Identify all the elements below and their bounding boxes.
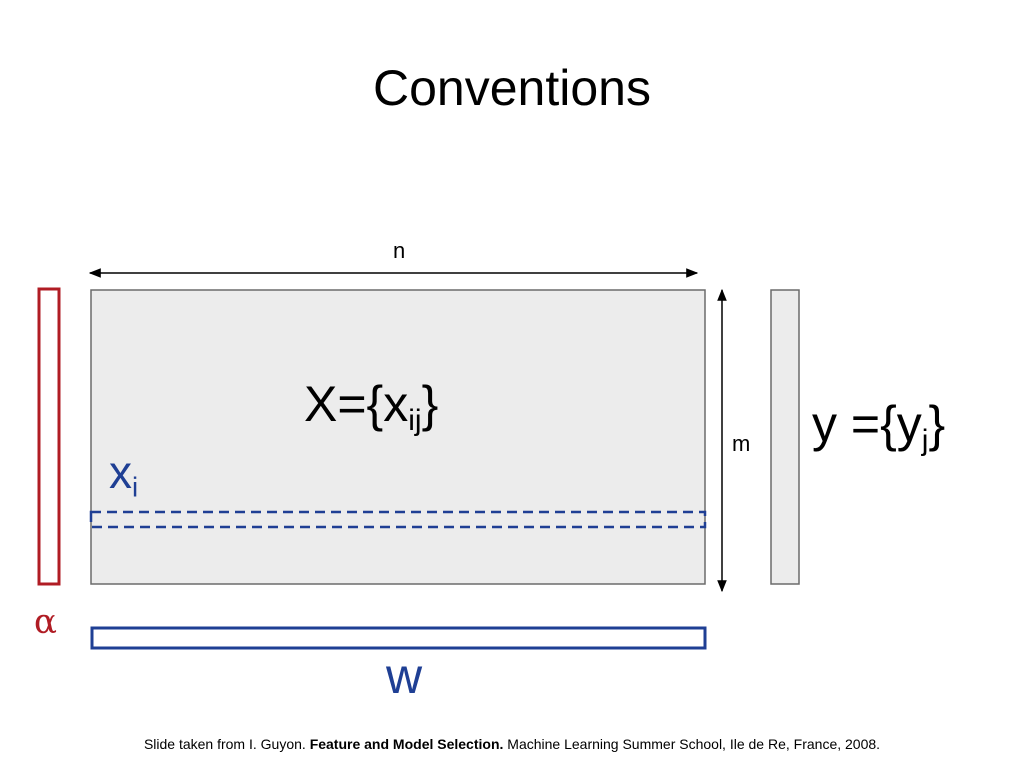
y-vector	[770, 289, 800, 585]
alpha-vector	[37, 287, 61, 586]
y-vector-label-main: y ={y	[812, 396, 922, 452]
n-label: n	[393, 238, 406, 263]
footer-suffix: Machine Learning Summer School, Ile de R…	[503, 736, 881, 752]
footer-bold-title: Feature and Model Selection.	[309, 736, 504, 752]
slide-title: Conventions	[373, 60, 651, 116]
footer-prefix: Slide taken from I. Guyon.	[143, 736, 310, 752]
m-label: m	[732, 431, 751, 456]
x-matrix-label-close: }	[421, 376, 439, 432]
footer-citation: Slide taken from I. Guyon. Feature and M…	[0, 736, 1024, 752]
y-vector-label: y ={yj}	[812, 392, 945, 473]
x-matrix-label: X={xij}	[304, 372, 438, 453]
w-label: w	[386, 648, 423, 704]
xi-label: xi	[109, 444, 138, 515]
x-matrix	[90, 289, 706, 585]
xi-label-sub: i	[132, 471, 139, 503]
x-matrix-label-main: X={x	[304, 376, 409, 432]
x-matrix-label-sub: ij	[408, 404, 422, 437]
xi-row	[89, 510, 707, 529]
y-vector-label-close: }	[928, 396, 946, 452]
alpha-label: α	[34, 602, 57, 642]
y-vector-label-sub: j	[921, 424, 929, 457]
xi-label-main: x	[109, 446, 132, 498]
w-vector	[90, 626, 707, 650]
